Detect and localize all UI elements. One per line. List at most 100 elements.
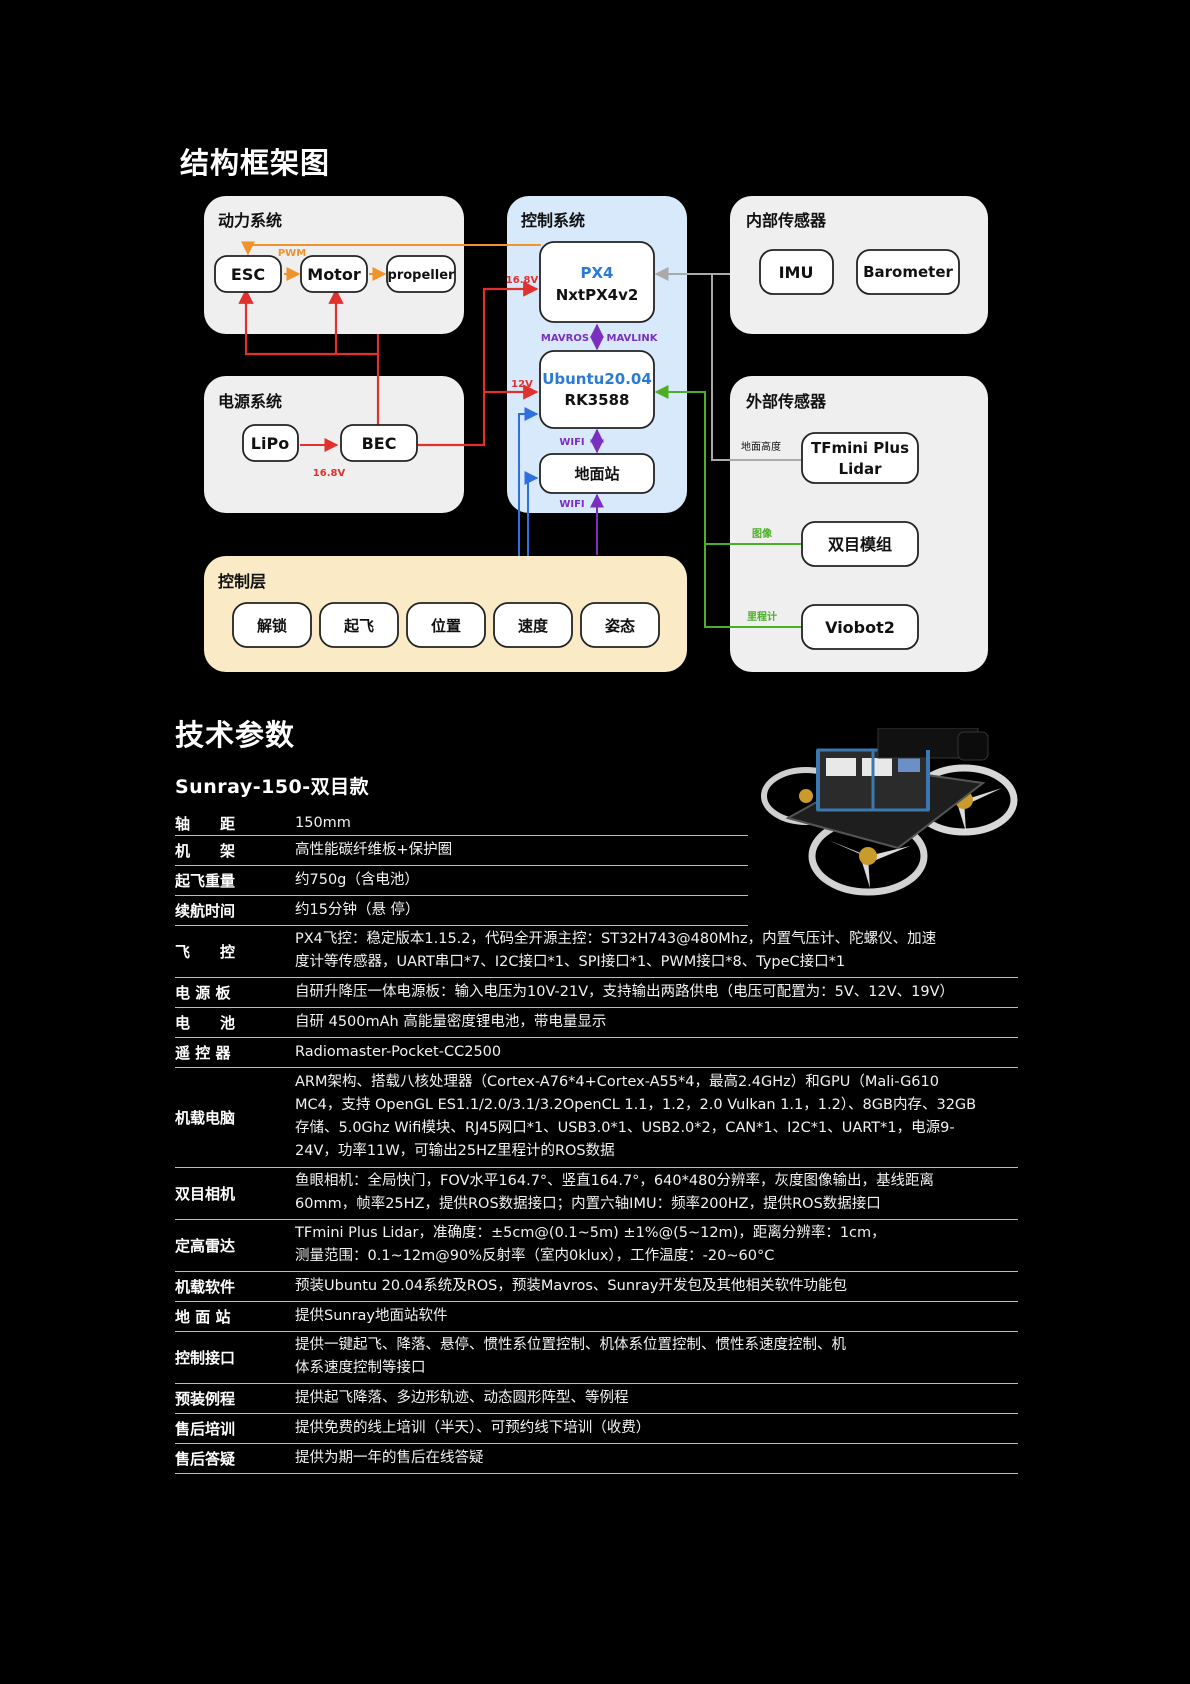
spec-row: 起飞重量约750g（含电池） xyxy=(175,865,748,896)
control-button-position xyxy=(406,602,486,648)
spec-value-line: TFmini Plus Lidar，准确度：±5cm@(0.1~5m) ±1%@… xyxy=(295,1225,886,1241)
esc-box xyxy=(214,255,282,293)
bec-to-px4-line xyxy=(418,281,539,447)
spec-key: 售后答疑 xyxy=(175,1449,236,1468)
blue-line-1 xyxy=(518,407,539,556)
px4-label-bottom: NxtPX4v2 xyxy=(556,286,639,304)
spec-row: 续航时间约15分钟（悬 停） xyxy=(175,895,748,926)
spec-value-line: 提供免费的线上培训（半天）、可预约线下培训（收费） xyxy=(295,1419,651,1436)
lipo-box xyxy=(242,424,299,462)
structure-section-title: 结构框架图 xyxy=(180,146,331,180)
control-button-takeoff-label: 起飞 xyxy=(343,617,374,635)
px4-voltage-label: 16.8V xyxy=(506,275,539,286)
motor-label: Motor xyxy=(307,265,361,284)
spec-key: 遥 控 器 xyxy=(175,1043,231,1062)
ground-station-label: 地面站 xyxy=(574,465,619,483)
spec-value: 约750g（含电池） xyxy=(295,869,748,892)
spec-key: 机载软件 xyxy=(175,1277,236,1296)
pwm-label: PWM xyxy=(278,248,306,259)
odom-label: 里程计 xyxy=(747,610,777,623)
spec-row: 机载软件 预装Ubuntu 20.04系统及ROS，预装Mavros、Sunray… xyxy=(175,1271,1018,1302)
spec-key: 地 面 站 xyxy=(175,1307,231,1326)
spec-key: 机 架 xyxy=(175,841,236,860)
spec-value-line: 预装Ubuntu 20.04系统及ROS，预装Mavros、Sunray开发包及… xyxy=(295,1277,847,1294)
control-layer-buttons: 解锁 起飞 位置 速度 姿态 xyxy=(232,602,660,648)
control-button-unlock xyxy=(232,602,312,648)
spec-value: 约15分钟（悬 停） xyxy=(295,899,748,922)
spec-row: 电 源 板 自研升降压一体电源板：输入电压为10V-21V，支持输出两路供电（电压… xyxy=(175,977,1018,1008)
ground-station-box xyxy=(539,453,655,494)
barometer-box xyxy=(856,249,960,295)
spec-value-line: 约750g（含电池） xyxy=(295,871,419,888)
spec-row: 轴 距 150mm xyxy=(175,812,748,836)
spec-row: 控制接口 提供一键起飞、降落、悬停、惯性系位置控制、机体系位置控制、惯性系速度控制… xyxy=(175,1331,1018,1384)
spec-key: 电 源 板 xyxy=(175,983,231,1002)
supply-voltage-label: 16.8V xyxy=(313,468,346,479)
spec-value: ARM架构、搭载八核处理器（Cortex-A76*4+Cortex-A55*4，… xyxy=(295,1071,1018,1163)
bec-box xyxy=(340,424,418,462)
spec-value-line: 鱼眼相机：全局快门，FOV水平164.7°、竖直164.7°，640*480分辨… xyxy=(295,1173,935,1189)
control-button-attitude xyxy=(580,602,660,648)
spec-key: 轴 距 xyxy=(175,815,236,833)
spec-value: 提供为期一年的售后在线答疑 xyxy=(295,1447,1018,1470)
px4-box xyxy=(539,241,655,323)
px4-label-top: PX4 xyxy=(581,264,614,282)
spec-value-line: 提供为期一年的售后在线答疑 xyxy=(295,1449,484,1466)
spec-value-line: 自研升降压一体电源板：输入电压为10V-21V，支持输出两路供电（电压可配置为：… xyxy=(295,983,955,1000)
drone-image xyxy=(761,728,1018,896)
wifi-label-2: WIFI xyxy=(559,499,584,510)
wifi-label-1: WIFI xyxy=(559,437,584,448)
spec-value-line: 提供一键起飞、降落、悬停、惯性系位置控制、机体系位置控制、惯性系速度控制、机 xyxy=(295,1337,846,1353)
propeller-box xyxy=(386,255,456,293)
bec-power-line xyxy=(238,288,380,356)
lipo-label: LiPo xyxy=(251,434,289,453)
spec-value: 鱼眼相机：全局快门，FOV水平164.7°、竖直164.7°，640*480分辨… xyxy=(295,1170,1018,1216)
spec-value-line: 提供起飞降落、多边形轨迹、动态圆形阵型、等例程 xyxy=(295,1389,629,1406)
spec-value: PX4飞控：稳定版本1.15.2，代码全开源主控：ST32H743@480Mhz… xyxy=(295,928,1018,974)
spec-value: Radiomaster-Pocket-CC2500 xyxy=(295,1041,1018,1064)
rk-voltage-label: 12V xyxy=(511,379,533,390)
propeller-label: propeller xyxy=(388,268,455,283)
viobot-box xyxy=(801,604,919,650)
spec-value: 提供免费的线上培训（半天）、可预约线下培训（收费） xyxy=(295,1417,1018,1440)
lidar-label-top: TFmini Plus xyxy=(811,439,909,457)
rk3588-label-top: Ubuntu20.04 xyxy=(542,370,652,388)
spec-value: TFmini Plus Lidar，准确度：±5cm@(0.1~5m) ±1%@… xyxy=(295,1222,1018,1268)
spec-row: 售后培训提供免费的线上培训（半天）、可预约线下培训（收费） xyxy=(175,1413,1018,1444)
control-button-position-label: 位置 xyxy=(431,617,461,635)
blue-line-2 xyxy=(524,471,539,556)
spec-value: 自研升降压一体电源板：输入电压为10V-21V，支持输出两路供电（电压可配置为：… xyxy=(295,981,1018,1004)
spec-value: 提供Sunray地面站软件 xyxy=(295,1305,1018,1328)
barometer-label: Barometer xyxy=(863,263,953,281)
spec-value: 预装Ubuntu 20.04系统及ROS，预装Mavros、Sunray开发包及… xyxy=(295,1275,1018,1298)
spec-row: 预装例程提供起飞降落、多边形轨迹、动态圆形阵型、等例程 xyxy=(175,1383,1018,1414)
spec-value-line: 高性能碳纤维板+保护圈 xyxy=(295,841,453,858)
spec-value: 提供一键起飞、降落、悬停、惯性系位置控制、机体系位置控制、惯性系速度控制、机体系… xyxy=(295,1334,1018,1380)
lidar-label-bottom: Lidar xyxy=(839,460,883,478)
viobot-line xyxy=(704,544,802,628)
control-button-velocity-label: 速度 xyxy=(518,617,549,635)
spec-row: 双目相机 鱼眼相机：全局快门，FOV水平164.7°、竖直164.7°，640*4… xyxy=(175,1167,1018,1220)
rk3588-label-bottom: RK3588 xyxy=(565,391,630,409)
spec-value-line: 提供Sunray地面站软件 xyxy=(295,1307,448,1324)
spec-value-line: 150mm xyxy=(295,815,351,831)
spec-value-line: 存储、5.0Ghz Wifi模块、RJ45网口*1、USB3.0*1、USB2.… xyxy=(295,1120,955,1136)
spec-key: 双目相机 xyxy=(175,1184,236,1203)
power-system-title: 动力系统 xyxy=(218,211,282,230)
control-button-velocity xyxy=(493,602,573,648)
spec-key: 控制接口 xyxy=(175,1348,236,1367)
stereo-box xyxy=(801,521,919,567)
imu-label: IMU xyxy=(779,263,814,282)
spec-value: 自研 4500mAh 高能量密度锂电池，带电量显示 xyxy=(295,1011,1018,1034)
spec-row: 机 架 高性能碳纤维板+保护圈 xyxy=(175,835,748,866)
spec-value-line: MC4，支持 OpenGL ES1.1/2.0/3.1/3.2OpenCL 1.… xyxy=(295,1097,977,1113)
spec-key: 飞 控 xyxy=(175,942,236,961)
tech-section-title: 技术参数 xyxy=(175,718,296,752)
spec-row: 飞 控 PX4飞控：稳定版本1.15.2，代码全开源主控：ST32H743@480… xyxy=(175,925,1018,978)
spec-value-line: 60mm，帧率25HZ，提供ROS数据接口；内置六轴IMU：频率200HZ，提供… xyxy=(295,1196,881,1212)
control-button-takeoff xyxy=(319,602,399,648)
spec-value: 提供起飞降落、多边形轨迹、动态圆形阵型、等例程 xyxy=(295,1387,1018,1410)
spec-value-line: 24V，功率11W，可输出25HZ里程计的ROS数据 xyxy=(295,1143,615,1159)
